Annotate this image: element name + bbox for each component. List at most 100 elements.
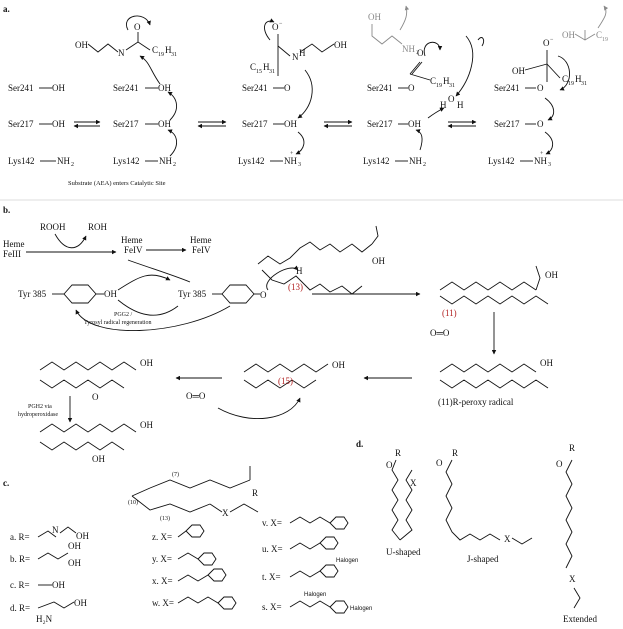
tyr385-radical-label: Tyr 385 bbox=[178, 289, 207, 299]
svg-text:Ser217: Ser217 bbox=[113, 119, 139, 129]
r-item: b. R= bbox=[10, 554, 30, 564]
svg-text:OH: OH bbox=[334, 40, 347, 50]
c13-label: (13) bbox=[288, 282, 303, 292]
svg-text:NH: NH bbox=[402, 44, 415, 54]
svg-text:O: O bbox=[543, 38, 550, 48]
r-item: a. R= bbox=[10, 532, 30, 542]
svg-text:Halogen: Halogen bbox=[304, 592, 326, 598]
svg-text:Halogen: Halogen bbox=[336, 558, 358, 564]
svg-text:−: − bbox=[279, 21, 283, 27]
x-item: s. X= bbox=[262, 602, 282, 612]
svg-text:O: O bbox=[92, 392, 99, 402]
shape-label: U-shaped bbox=[386, 547, 421, 557]
svg-text:N: N bbox=[52, 525, 59, 535]
svg-text:NH: NH bbox=[534, 156, 547, 166]
svg-text:C: C bbox=[562, 74, 568, 84]
svg-text:3: 3 bbox=[548, 162, 551, 168]
svg-text:−: − bbox=[550, 37, 554, 43]
svg-text:Ser217: Ser217 bbox=[494, 119, 520, 129]
hydroxyl-label: OH bbox=[52, 119, 65, 129]
svg-text:O═O: O═O bbox=[430, 328, 450, 338]
svg-text:2: 2 bbox=[416, 50, 419, 56]
svg-text:2: 2 bbox=[173, 162, 176, 168]
svg-text:(10): (10) bbox=[128, 499, 138, 506]
amine-label: NH bbox=[57, 156, 70, 166]
x-item: w. X= bbox=[152, 598, 174, 608]
svg-text:OH: OH bbox=[372, 256, 385, 266]
panel-a-label: a. bbox=[3, 4, 10, 14]
panel-b: b. ROOH ROH Heme FeIII Heme FeIV Heme Fe… bbox=[3, 205, 558, 464]
svg-text:H: H bbox=[443, 76, 450, 86]
svg-text:Ser217: Ser217 bbox=[367, 119, 393, 129]
svg-text:31: 31 bbox=[269, 69, 275, 75]
svg-text:X: X bbox=[569, 574, 576, 584]
svg-text:19: 19 bbox=[158, 52, 164, 58]
heme-feiii: Heme bbox=[3, 239, 25, 249]
svg-text:O: O bbox=[260, 290, 267, 300]
svg-text:Lys142: Lys142 bbox=[238, 156, 265, 166]
svg-text:FeIV: FeIV bbox=[192, 245, 211, 255]
svg-text:H: H bbox=[296, 266, 303, 276]
svg-text:OH: OH bbox=[92, 454, 105, 464]
svg-text:(7): (7) bbox=[172, 471, 179, 478]
svg-text:NH: NH bbox=[284, 156, 297, 166]
svg-text:OH: OH bbox=[68, 558, 81, 568]
svg-text:OH: OH bbox=[75, 40, 88, 50]
svg-text:O: O bbox=[436, 458, 443, 468]
tyr385-label: Tyr 385 bbox=[18, 289, 47, 299]
svg-text:O: O bbox=[417, 48, 424, 58]
c15-label: (15) bbox=[278, 376, 293, 386]
svg-text:O: O bbox=[272, 22, 279, 32]
c11-label: (11) bbox=[442, 308, 457, 318]
shape-label: J-shaped bbox=[467, 554, 499, 564]
residue-label: Ser241 bbox=[8, 83, 34, 93]
r-substituent-list: a. R= N OH b. R= OH OH c. R= OH d. R= OH… bbox=[10, 525, 89, 624]
svg-text:3: 3 bbox=[298, 162, 301, 168]
svg-text:OH: OH bbox=[562, 30, 575, 40]
svg-text:O: O bbox=[284, 83, 291, 93]
panel-d-label: d. bbox=[356, 439, 363, 449]
svg-text:H: H bbox=[440, 100, 447, 110]
x-item: y. X= bbox=[152, 554, 172, 564]
svg-text:OH: OH bbox=[284, 119, 297, 129]
x-item: u. X= bbox=[262, 544, 283, 554]
svg-text:Lys142: Lys142 bbox=[363, 156, 390, 166]
svg-text:OH: OH bbox=[76, 531, 89, 541]
x-item: z. X= bbox=[152, 532, 172, 542]
svg-text:H: H bbox=[263, 62, 270, 72]
svg-text:H₂N: H₂N bbox=[36, 614, 53, 624]
panel-a-stage-4: O C 19 H 31 Ser241 O Ser217 OH Lys142 NH… bbox=[363, 35, 474, 168]
u-shaped-conformer: O R X U-shaped bbox=[386, 448, 421, 557]
svg-text:19: 19 bbox=[436, 83, 442, 89]
svg-text:2: 2 bbox=[423, 162, 426, 168]
shape-label: Extended bbox=[563, 614, 597, 624]
svg-text:2: 2 bbox=[71, 162, 74, 168]
r-item: c. R= bbox=[10, 580, 30, 590]
svg-text:OH: OH bbox=[332, 360, 345, 370]
panel-d: d. O R X U-shaped O R X J-shaped O R X E… bbox=[356, 439, 597, 624]
svg-text:R: R bbox=[452, 448, 458, 458]
x-item: v. X= bbox=[262, 518, 282, 528]
svg-text:OH: OH bbox=[104, 289, 117, 299]
svg-text:OH: OH bbox=[140, 420, 153, 430]
x-item: t. X= bbox=[262, 572, 281, 582]
svg-text:Ser241: Ser241 bbox=[494, 83, 520, 93]
panel-a-caption: Substrate (AEA) enters Catalytic Site bbox=[68, 180, 166, 187]
svg-text:H: H bbox=[165, 45, 172, 55]
svg-text:O: O bbox=[408, 83, 415, 93]
svg-text:C: C bbox=[152, 45, 158, 55]
svg-text:O: O bbox=[537, 119, 544, 129]
svg-text:31: 31 bbox=[449, 83, 455, 89]
svg-text:31: 31 bbox=[171, 52, 177, 58]
svg-text:N: N bbox=[118, 48, 125, 58]
svg-text:OH: OH bbox=[140, 358, 153, 368]
svg-text:OH: OH bbox=[52, 580, 65, 590]
svg-text:Tyrosyl radical regeneration: Tyrosyl radical regeneration bbox=[84, 320, 152, 326]
j-shaped-conformer: O R X J-shaped bbox=[436, 448, 533, 564]
x-item: x. X= bbox=[152, 576, 173, 586]
svg-text:H: H bbox=[457, 100, 464, 110]
svg-text:19: 19 bbox=[568, 81, 574, 87]
svg-text:NH: NH bbox=[159, 156, 172, 166]
svg-text:X: X bbox=[504, 534, 511, 544]
